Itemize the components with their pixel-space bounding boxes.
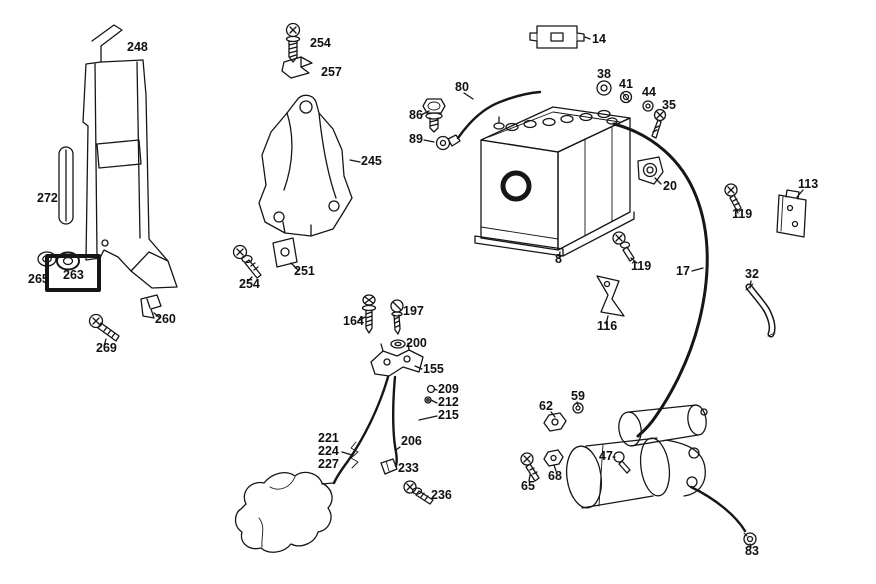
part-label-209[interactable]: 209 — [438, 382, 459, 396]
part-label-86[interactable]: 86 — [409, 108, 423, 122]
part-label-119-battery[interactable]: 119 — [631, 259, 651, 273]
washer-44 — [642, 100, 654, 112]
part-label-233[interactable]: 233 — [398, 461, 419, 475]
mounting-hole — [273, 211, 285, 223]
part-labels: 248 254 257 14 38 41 44 35 80 86 89 245 … — [28, 32, 818, 558]
nut-68 — [543, 449, 564, 467]
part-label-224[interactable]: 224 — [318, 444, 339, 458]
plate-251 — [272, 237, 298, 268]
part-label-8[interactable]: 8 — [555, 252, 562, 266]
part-label-80[interactable]: 80 — [455, 80, 469, 94]
part-label-47[interactable]: 47 — [599, 449, 613, 463]
mounting-hole — [101, 239, 109, 247]
screw-65 — [520, 452, 540, 482]
part-label-212[interactable]: 212 — [438, 395, 459, 409]
part-label-221[interactable]: 221 — [318, 431, 339, 445]
part-label-215[interactable]: 215 — [438, 408, 459, 422]
battery-terminal — [606, 117, 618, 125]
screw-164 — [361, 294, 377, 334]
part-label-265[interactable]: 265 — [28, 272, 49, 286]
battery-8 — [474, 106, 635, 257]
screw-236 — [403, 480, 434, 505]
starter-motor — [565, 404, 708, 509]
washer-38 — [596, 80, 612, 96]
battery-cable-80 — [456, 90, 542, 140]
part-label-14[interactable]: 14 — [592, 32, 606, 46]
connector-233 — [380, 458, 398, 475]
clip-260 — [140, 294, 162, 319]
part-label-116[interactable]: 116 — [597, 319, 617, 333]
part-label-32[interactable]: 32 — [745, 267, 759, 281]
part-label-68[interactable]: 68 — [548, 469, 562, 483]
bolt-47 — [613, 451, 631, 474]
mounting-hole — [328, 200, 340, 212]
part-label-62[interactable]: 62 — [539, 399, 553, 413]
part-label-164[interactable]: 164 — [343, 314, 364, 328]
bracket-248 — [82, 24, 178, 289]
starter-cable-17 — [612, 122, 709, 438]
bracket-116 — [596, 275, 625, 317]
ring-terminal-89 — [435, 134, 461, 151]
part-label-269[interactable]: 269 — [96, 341, 117, 355]
screw-269 — [88, 313, 120, 342]
screw-254-left — [232, 244, 262, 279]
leader-lines — [103, 36, 804, 548]
part-label-44[interactable]: 44 — [642, 85, 656, 99]
part-label-119-right[interactable]: 119 — [732, 207, 752, 221]
highlight-box — [45, 254, 101, 292]
part-label-83[interactable]: 83 — [745, 544, 759, 558]
lock-washer-41 — [619, 90, 633, 104]
part-label-17[interactable]: 17 — [676, 264, 690, 278]
battery-terminal — [493, 122, 505, 130]
screw-254-top — [285, 22, 301, 63]
part-label-257[interactable]: 257 — [321, 65, 342, 79]
part-label-248[interactable]: 248 — [127, 40, 148, 54]
washer-212 — [424, 396, 432, 404]
nut-62 — [543, 412, 567, 432]
part-label-200[interactable]: 200 — [406, 336, 427, 350]
part-label-65[interactable]: 65 — [521, 479, 535, 493]
engine-housing — [234, 471, 334, 553]
part-label-197[interactable]: 197 — [403, 304, 424, 318]
part-label-89[interactable]: 89 — [409, 132, 423, 146]
part-label-236[interactable]: 236 — [431, 488, 452, 502]
part-label-245[interactable]: 245 — [361, 154, 382, 168]
flange-hole — [688, 447, 700, 459]
wiring-harness-206 — [332, 375, 398, 485]
ground-cable-83 — [689, 485, 757, 546]
solenoid-terminal — [700, 408, 708, 416]
clip-257 — [281, 56, 313, 79]
spacer-272 — [58, 146, 74, 225]
part-label-227[interactable]: 227 — [318, 457, 339, 471]
terminal-plate-155 — [370, 342, 424, 377]
part-label-35[interactable]: 35 — [662, 98, 676, 112]
part-label-206[interactable]: 206 — [401, 434, 422, 448]
part-label-41[interactable]: 41 — [619, 77, 633, 91]
bolt-86 — [422, 98, 446, 133]
part-label-20[interactable]: 20 — [663, 179, 677, 193]
part-label-254-left[interactable]: 254 — [239, 277, 260, 291]
part-label-113[interactable]: 113 — [798, 177, 818, 191]
hose-32 — [745, 283, 776, 338]
part-label-254-top[interactable]: 254 — [310, 36, 331, 50]
flange-hole — [686, 476, 698, 488]
part-label-155[interactable]: 155 — [423, 362, 444, 376]
part-label-260[interactable]: 260 — [155, 312, 176, 326]
part-label-251[interactable]: 251 — [294, 264, 315, 278]
bracket-113 — [776, 189, 807, 238]
screw-35 — [651, 108, 667, 139]
screw-119-battery — [612, 231, 635, 262]
part-label-263[interactable]: 263 — [63, 268, 84, 282]
clamp-20 — [637, 156, 664, 185]
part-label-272[interactable]: 272 — [37, 191, 58, 205]
part-label-38[interactable]: 38 — [597, 67, 611, 81]
spring-washer-200 — [390, 339, 406, 349]
battery-emblem — [500, 170, 532, 202]
part-label-59[interactable]: 59 — [571, 389, 585, 403]
mounting-hole — [299, 100, 313, 114]
screw-197 — [390, 299, 404, 335]
bracket-14 — [529, 25, 585, 49]
bracket-245 — [258, 94, 353, 237]
